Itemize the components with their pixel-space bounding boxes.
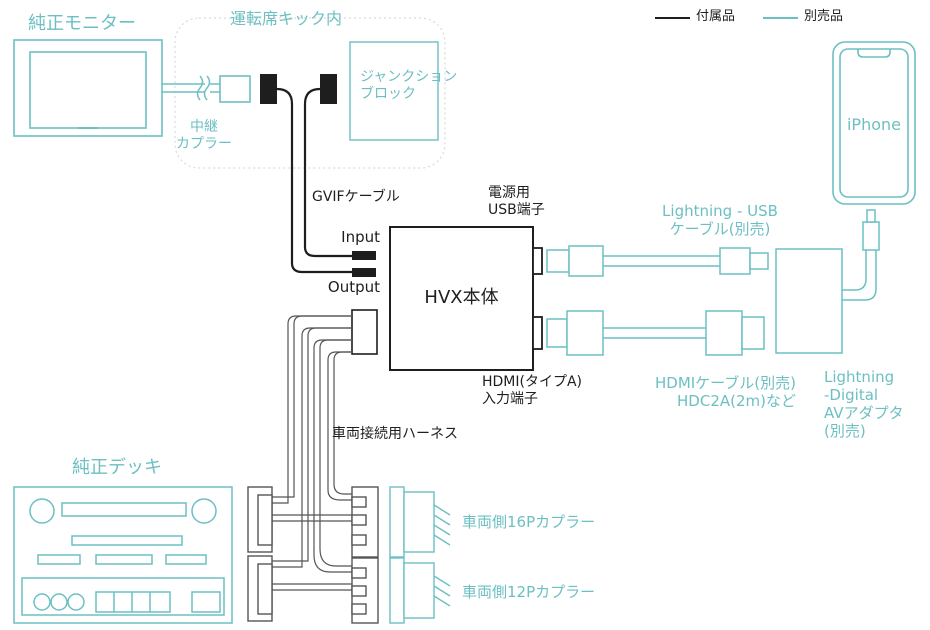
av-adapter-label-line3: AVアダプタ xyxy=(824,404,904,422)
monitor-label: 純正モニター xyxy=(28,13,136,34)
deck-label: 純正デッキ xyxy=(72,457,162,478)
hdmi-port-label-line2: 入力端子 xyxy=(482,390,538,407)
hdmi-cable-label-line2: HDC2A(2m)など xyxy=(677,392,796,410)
usb-port xyxy=(532,247,543,275)
adapter-cable xyxy=(842,209,880,301)
relay-coupler-label-line2: カプラー xyxy=(176,135,232,152)
legend-included-label: 付属品 xyxy=(696,9,736,24)
lightning-cable-label-line1: Lightning - USB xyxy=(662,202,778,220)
lightning-usb-cable xyxy=(546,245,769,277)
vehicle-12p-coupler-icon xyxy=(389,557,451,624)
output-plug xyxy=(352,268,376,277)
gvif-cables xyxy=(276,87,352,274)
legend-separate-label: 別売品 xyxy=(804,9,844,24)
gvif-plug-left xyxy=(260,74,277,104)
junction-block-label: ジャンクション ブロック xyxy=(360,69,457,103)
iphone-label: iPhone xyxy=(846,115,901,134)
input-label: Input xyxy=(341,228,380,246)
harness-label: 車両接続用ハーネス xyxy=(332,426,458,442)
iphone-icon xyxy=(832,41,916,205)
hdmi-cable xyxy=(546,310,765,356)
gvif-cable-label: GVIFケーブル xyxy=(312,189,400,205)
vehicle-side-connectors xyxy=(351,486,379,624)
av-adapter-icon xyxy=(775,248,843,354)
lightning-cable-label: Lightning - USB ケーブル(別売) xyxy=(640,202,800,238)
relay-coupler-label: 中継 カプラー xyxy=(168,119,240,153)
vehicle-16p-coupler-label: 車両側16Pカプラー xyxy=(462,513,596,531)
vehicle-16p-coupler-icon xyxy=(389,486,451,558)
av-adapter-label-line2: -Digital xyxy=(824,386,879,404)
usb-port-label: 電源用 USB端子 xyxy=(488,185,545,219)
lightning-cable-label-line2: ケーブル(別売) xyxy=(669,220,771,238)
relay-coupler-icon xyxy=(219,75,251,103)
junction-block-label-line1: ジャンクション xyxy=(360,69,458,85)
monitor-icon xyxy=(13,39,163,137)
usb-port-label-line2: USB端子 xyxy=(488,201,545,218)
hdmi-port-label-line1: HDMI(タイプA) xyxy=(482,374,583,390)
kit-group-label: 運転席キック内 xyxy=(230,9,343,28)
junction-block-label-line2: ブロック xyxy=(360,85,416,102)
kit-group-box xyxy=(174,17,446,169)
usb-port-label-line1: 電源用 xyxy=(488,185,530,201)
hdmi-cable-label: HDMIケーブル(別売) HDC2A(2m)など xyxy=(600,374,796,410)
input-plug xyxy=(352,251,376,260)
harness-wires xyxy=(272,315,352,591)
junction-block-icon xyxy=(349,41,439,141)
vehicle-12p-coupler-label: 車両側12Pカプラー xyxy=(462,583,596,601)
hvx-unit-box xyxy=(389,226,534,371)
output-label: Output xyxy=(327,278,380,296)
av-adapter-label-line4: (別売) xyxy=(824,422,866,440)
hdmi-cable-label-line1: HDMIケーブル(別売) xyxy=(654,374,796,392)
gvif-plug-right xyxy=(320,74,337,104)
hdmi-port-label: HDMI(タイプA) 入力端子 xyxy=(482,374,582,408)
hdmi-port xyxy=(532,316,543,350)
av-adapter-label-line1: Lightning xyxy=(824,368,895,386)
harness-connector xyxy=(351,309,378,355)
monitor-cable xyxy=(162,75,220,101)
av-adapter-label: Lightning -Digital AVアダプタ (別売) xyxy=(824,368,904,440)
hvx-unit-label: HVX本体 xyxy=(424,287,499,308)
deck-connectors xyxy=(247,486,273,622)
deck-icon xyxy=(13,486,233,624)
relay-coupler-label-line1: 中継 xyxy=(190,119,218,135)
